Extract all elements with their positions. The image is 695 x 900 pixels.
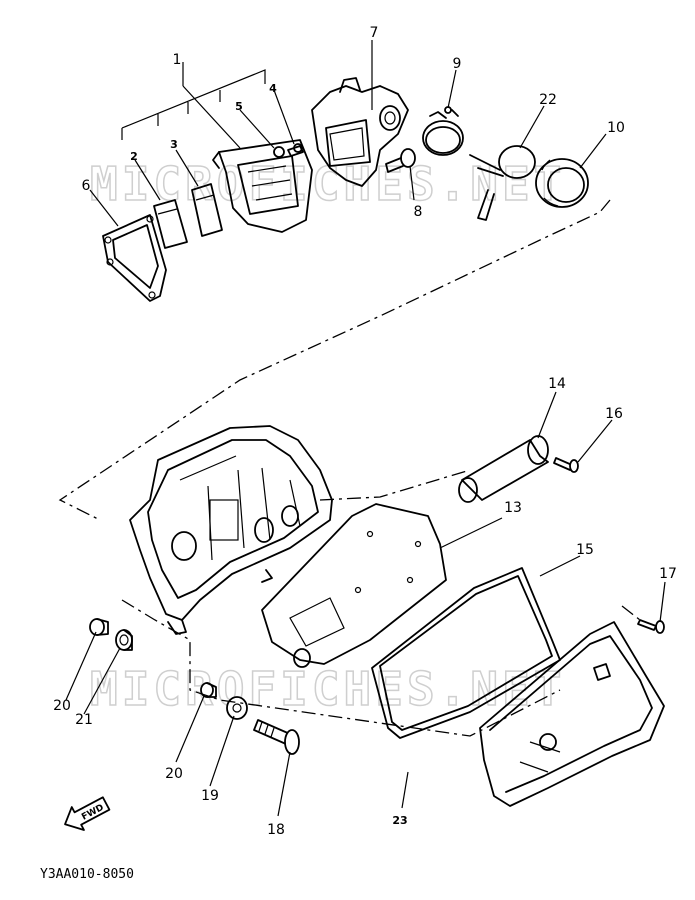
label-part-19: 19	[201, 788, 219, 804]
label-part-16: 16	[605, 406, 623, 422]
label-part-22: 22	[539, 92, 557, 108]
dash-line-lower	[121, 599, 561, 737]
label-part-14: 14	[548, 376, 566, 392]
filter-element-13	[261, 503, 447, 668]
fwd-arrow-icon: FWD	[64, 796, 111, 831]
case-cap-23-side	[479, 621, 665, 807]
label-part-3: 3	[170, 138, 178, 151]
grommet-20-upper	[89, 618, 109, 636]
air-filter-case	[129, 425, 333, 635]
hose-clamp-9	[422, 106, 464, 156]
label-part-2: 2	[130, 150, 138, 163]
watermark-bottom: MICROFICHES.NET	[90, 662, 565, 716]
label-part-6: 6	[82, 178, 91, 194]
label-part-4: 4	[269, 82, 277, 95]
label-part-23: 23	[392, 814, 407, 827]
gasket-6	[102, 214, 167, 302]
drain-pipe-14	[458, 435, 549, 503]
bolt-8	[385, 148, 416, 173]
reed-stopper-3	[191, 183, 223, 237]
label-part-7: 7	[370, 25, 379, 41]
label-part-5: 5	[235, 100, 243, 113]
dash-line-upper	[58, 199, 611, 521]
label-part-9: 9	[453, 56, 462, 72]
label-part-13: 13	[504, 500, 522, 516]
washer-19	[226, 696, 248, 720]
label-part-20-lower: 20	[165, 766, 183, 782]
dash-line-mid	[319, 469, 471, 501]
seal-10	[535, 158, 589, 208]
label-part-10: 10	[607, 120, 625, 136]
label-part-8: 8	[414, 204, 423, 220]
bolt-18	[253, 719, 300, 755]
label-part-20-upper: 20	[53, 698, 71, 714]
dash-line-screw17	[621, 605, 641, 621]
screw-16	[553, 457, 579, 473]
screw-4	[287, 143, 304, 157]
label-part-17: 17	[659, 566, 677, 582]
washer-5	[273, 146, 285, 158]
spring-clip-22	[469, 145, 536, 221]
leader-lines	[65, 40, 666, 817]
reed-valve-block-1	[212, 139, 313, 233]
bracket-1	[121, 62, 266, 140]
reference-code: Y3AA010-8050	[40, 867, 134, 882]
fwd-label: FWD	[80, 803, 105, 823]
grommet-21	[115, 629, 133, 651]
intake-manifold-7	[311, 77, 409, 187]
label-part-21: 21	[75, 712, 93, 728]
label-part-18: 18	[267, 822, 285, 838]
grommet-20-lower	[200, 682, 217, 698]
label-part-1: 1	[173, 52, 182, 68]
label-part-15: 15	[576, 542, 594, 558]
reed-petal-2	[153, 199, 188, 249]
